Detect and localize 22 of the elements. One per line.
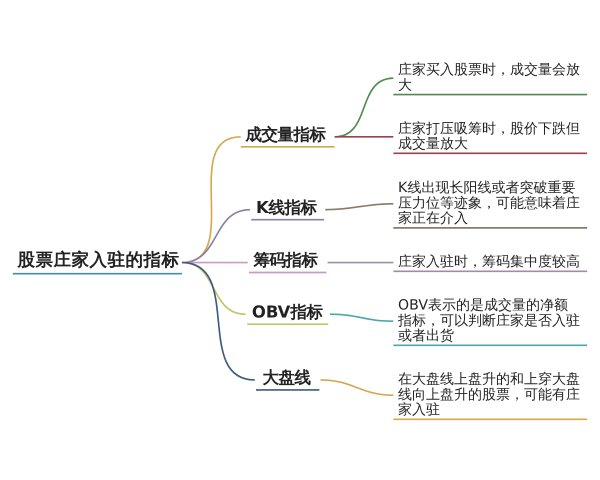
connector: [328, 261, 394, 263]
node-text: OBV表示的是成交量的净额指标，可以判断庄家是否入驻或者出货: [398, 297, 580, 344]
connector: [325, 202, 394, 210]
node-text: 股票庄家入驻的指标: [18, 250, 180, 270]
node-text: K线出现长阳线或者突破重要压力位等迹象，可能意味着庄家正在介入: [398, 180, 580, 226]
node-text: 庄家打压吸筹时，股价下跌但成交量放大: [398, 120, 580, 152]
connector: [334, 76, 394, 138]
node-text: 成交量指标: [245, 124, 326, 144]
node-text: K线指标: [256, 197, 317, 216]
connector: [182, 261, 248, 263]
connector: [330, 312, 394, 322]
node-text: OBV指标: [252, 302, 322, 321]
node-text: 筹码指标: [254, 250, 318, 270]
connector: [182, 261, 255, 380]
node-text: 在大盘线上盘升的和上穿大盘线向上盘升的股票，可能有庄家入驻: [398, 371, 580, 418]
connector: [320, 378, 394, 396]
node-text: 大盘线: [262, 368, 310, 387]
connector: [182, 261, 246, 315]
connector: [182, 208, 250, 263]
connector: [334, 136, 394, 138]
node-text: 庄家买入股票时，成交量会放大: [398, 62, 580, 93]
node-text: 庄家入驻时，筹码集中度较高: [398, 254, 580, 270]
